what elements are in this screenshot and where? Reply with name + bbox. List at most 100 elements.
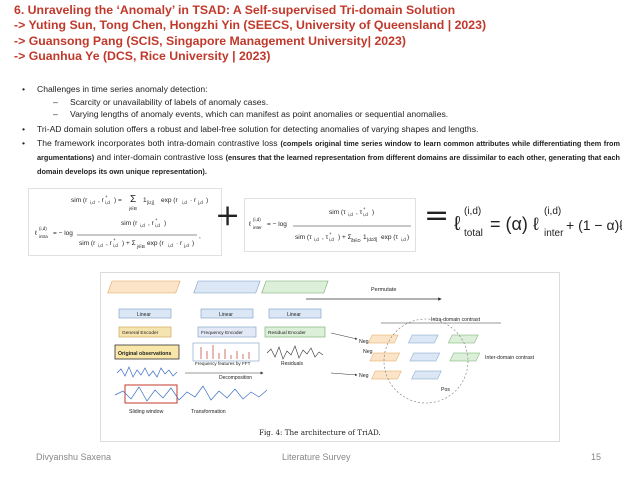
bullet-item: • Challenges in time series anomaly dete…	[22, 83, 620, 96]
bullet-framework-3: and inter-domain contrastive loss	[96, 151, 224, 162]
svg-text:(i,d): (i,d)	[464, 206, 481, 217]
svg-text:i,d: i,d	[90, 200, 95, 205]
architecture-figure: Permutate Linear General Encoder Origina…	[100, 272, 560, 442]
sub-bullet-dash: –	[53, 96, 58, 107]
svg-text:sim (r: sim (r	[121, 220, 138, 227]
svg-text:ℓ: ℓ	[249, 221, 252, 228]
svg-text:(i,d): (i,d)	[253, 217, 261, 222]
svg-text:): )	[372, 209, 374, 216]
transformation-label: Transformation	[191, 409, 226, 415]
title-line-3: -> Guansong Pang (SCIS, Singapore Manage…	[14, 33, 406, 48]
svg-text:+: +	[113, 237, 116, 242]
svg-text:i,d: i,d	[155, 223, 160, 228]
svg-text:j∈B: j∈B	[128, 206, 137, 211]
svg-text:inter: inter	[544, 228, 564, 239]
svg-text:1: 1	[363, 234, 367, 241]
svg-text:i,d: i,d	[98, 243, 103, 248]
svg-text:sim (τ: sim (τ	[329, 209, 346, 216]
svg-text:sim (r: sim (r	[79, 240, 96, 247]
footer-author: Divyanshu Saxena	[36, 452, 112, 462]
neg-label-1: Neg	[359, 339, 369, 345]
svg-text:i,d: i,d	[348, 212, 353, 217]
svg-text:· r: · r	[176, 240, 183, 247]
sub-bullet-item: – Scarcity or unavailability of labels o…	[22, 96, 620, 109]
svg-text:, r: , r	[106, 240, 113, 247]
bullet-dot: •	[22, 84, 26, 94]
svg-text:) =: ) =	[114, 197, 122, 204]
svg-text:) + Σ: ) + Σ	[122, 240, 136, 247]
svg-text:) + Σ: ) + Σ	[338, 234, 352, 241]
svg-text:): )	[206, 197, 208, 204]
svg-text:i,d: i,d	[168, 243, 173, 248]
svg-text:i,d: i,d	[401, 237, 406, 242]
svg-text:intra: intra	[39, 234, 48, 239]
bullet-challenges: Challenges in time series anomaly detect…	[37, 84, 208, 94]
svg-text:+: +	[155, 217, 158, 222]
svg-text:[d≠d̃]: [d≠d̃]	[367, 237, 377, 242]
bullet-triad: Tri-AD domain solution offers a robust a…	[37, 123, 479, 134]
svg-text:+ (1 − α)ℓ: + (1 − α)ℓ	[566, 217, 622, 233]
title-line-1: 6. Unraveling the ‘Anomaly’ in TSAD: A S…	[14, 3, 456, 17]
slide-title: 6. Unraveling the ‘Anomaly’ in TSAD: A S…	[14, 3, 634, 65]
total-loss-formula: ℓ (i,d)total = (α) ℓ (i,d)inter + (1 − α…	[454, 206, 624, 239]
svg-text:, r: , r	[98, 197, 105, 204]
svg-text:i,d: i,d	[140, 223, 145, 228]
svg-text:i,d: i,d	[113, 243, 118, 248]
svg-text:j,d: j,d	[183, 243, 189, 248]
svg-text:inter: inter	[253, 225, 262, 230]
linear-label-3: Linear	[287, 312, 301, 318]
general-encoder-label: General Encoder	[122, 330, 159, 336]
svg-text:+: +	[105, 194, 108, 199]
sliding-window-label: Sliding window	[129, 409, 164, 415]
svg-text:j,d: j,d	[197, 200, 203, 205]
svg-text:sim (τ: sim (τ	[295, 234, 312, 241]
frequency-features-label: Frequency features by FFT	[195, 361, 251, 366]
residual-encoder-label: Residual Encoder	[268, 330, 306, 336]
pos-label: Pos	[441, 387, 450, 393]
equals-operator: =	[424, 198, 450, 233]
bullet-item: • Tri-AD domain solution offers a robust…	[22, 123, 620, 136]
residuals-label: Residuals	[281, 361, 303, 367]
sub-bullet-dash: –	[53, 109, 58, 120]
svg-text:i,d: i,d	[329, 237, 334, 242]
svg-text:i,d: i,d	[105, 200, 110, 205]
svg-text:· r: · r	[190, 197, 197, 204]
original-observations-label: Original observations	[118, 351, 171, 357]
linear-label-1: Linear	[137, 312, 151, 318]
svg-text:): )	[164, 220, 166, 227]
svg-text:,: ,	[199, 233, 201, 240]
bullet-dot: •	[22, 138, 26, 149]
svg-text:, τ: , τ	[322, 234, 329, 241]
svg-text:i,d: i,d	[314, 237, 319, 242]
linear-label-2: Linear	[219, 312, 233, 318]
svg-text:(i,d): (i,d)	[39, 226, 47, 231]
total-loss-equation: ℓ (i,d)total = (α) ℓ (i,d)inter + (1 − α…	[452, 196, 624, 244]
svg-text:i,d: i,d	[182, 200, 187, 205]
bullet-framework-2: (compels original time series window to …	[37, 139, 620, 162]
svg-text:i,d: i,d	[363, 212, 368, 217]
svg-text:, τ: , τ	[356, 209, 363, 216]
title-line-2: -> Yuting Sun, Tong Chen, Hongzhi Yin (S…	[14, 18, 487, 33]
frequency-encoder-label: Frequency Encoder	[201, 330, 243, 336]
decomposition-label: Decomposition	[219, 375, 252, 381]
intra-contrast-label: Intra-domain contrast	[431, 317, 481, 323]
svg-text:j∈B: j∈B	[136, 244, 145, 249]
svg-text:(i,d): (i,d)	[544, 206, 561, 217]
svg-text:1: 1	[143, 197, 147, 204]
svg-text:): )	[192, 240, 194, 247]
sub-bullet-varying: Varying lengths of anomaly events, which…	[70, 109, 449, 120]
svg-text:Σ: Σ	[130, 194, 136, 205]
svg-text:sim (r: sim (r	[71, 197, 88, 204]
svg-text:= − log: = − log	[53, 230, 73, 237]
footer-center: Literature Survey	[282, 452, 351, 462]
svg-text:+: +	[363, 206, 366, 211]
bullet-dot: •	[22, 123, 26, 134]
sub-bullet-item: – Varying lengths of anomaly events, whi…	[22, 108, 620, 121]
architecture-diagram: Permutate Linear General Encoder Origina…	[107, 280, 535, 437]
svg-text:): )	[407, 234, 409, 241]
title-line-4: -> Guanhua Ye (DCS, Rice University | 20…	[14, 49, 271, 64]
